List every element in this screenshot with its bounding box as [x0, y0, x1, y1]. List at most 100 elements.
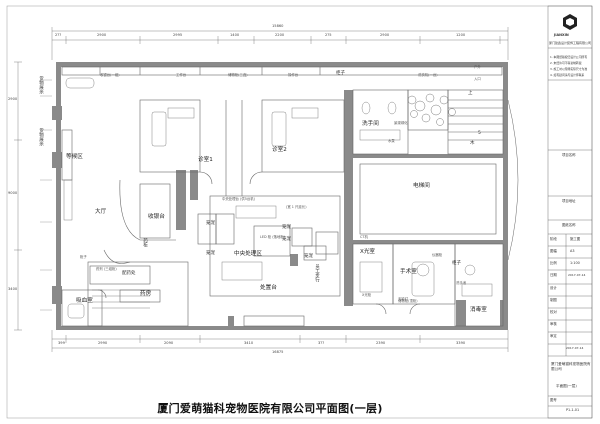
- drawing-title: 厦门爱萌猫科宠物医院有限公司平面图(一层): [157, 402, 383, 415]
- dim-top-1: 2??: [55, 33, 62, 37]
- dim-left-3: 3400: [8, 287, 18, 291]
- label-stair-up: 上: [468, 91, 473, 96]
- room-central: 中央处理区: [234, 251, 262, 257]
- room-exam1: 诊室1: [198, 157, 213, 163]
- label-xray-cabinet: X光柜: [362, 293, 372, 297]
- label-cage-1: 笼宠: [206, 221, 215, 226]
- dim-bottom-2: 2990: [98, 341, 108, 345]
- landscape-planting: [407, 93, 456, 126]
- label-cage-5: 笼宠: [304, 254, 313, 259]
- title-block-staff-4: 审核: [550, 322, 557, 326]
- title-block-company: 厦门建鑫设计装饰工程有限公司: [549, 41, 592, 45]
- room-cashier: 收银台: [148, 214, 165, 220]
- label-cabinet: 柜子: [336, 71, 345, 76]
- room-surgery: 手术室: [400, 269, 417, 275]
- title-block-note-4: 4. 如有疑问请与设计师联系: [550, 73, 585, 77]
- dim-bottom-3: 2090: [164, 341, 174, 345]
- dim-top-7: 2900: [380, 33, 390, 37]
- dim-bottom-total: 16875: [272, 350, 284, 354]
- title-block-note-2: 2. 未经许可不得复制转载: [550, 61, 582, 65]
- note-10: LED 柜 (落地柜): [260, 235, 286, 239]
- label-equipment: 仪器柜: [432, 253, 443, 257]
- label-cage-2: 笼宠: [206, 251, 215, 256]
- dim-bottom-1: 399: [58, 341, 65, 345]
- room-treatment: 处置台: [260, 285, 277, 291]
- bottom-dimension-line: [51, 330, 509, 352]
- title-block-row-1-key: 阶段: [550, 237, 557, 241]
- title-block-sheet-no-label: 图号: [550, 398, 557, 402]
- dim-bottom-6: 2390: [376, 341, 386, 345]
- right-curved-wall: [507, 99, 519, 261]
- dim-bottom-5: 3??: [318, 341, 325, 345]
- dim-left-1: 2900: [8, 97, 18, 101]
- label-five: 5: [478, 131, 481, 136]
- title-block: [547, 5, 593, 419]
- label-wood: 木: [470, 141, 475, 146]
- label-pump: 水泵: [388, 139, 395, 143]
- title-block-row-4-value: 2017-07-14: [568, 273, 586, 277]
- title-block-note-3: 3. 施工时以现场实际尺寸为准: [550, 67, 588, 71]
- dim-top-6: 2?5: [325, 33, 332, 37]
- title-block-logo-text: JIANXIN: [554, 33, 569, 37]
- note-5: 工作台: [176, 73, 187, 77]
- room-pharmacy: 药房: [140, 291, 152, 297]
- title-block-staff-5: 审定: [550, 334, 557, 338]
- label-ct: CT机: [360, 235, 368, 239]
- note-4: 储物柜(三连): [228, 73, 248, 77]
- note-11: 药剂 (三组柜): [96, 267, 117, 271]
- dim-top-total: 15860: [272, 24, 284, 28]
- title-block-note-1: 1. 本图纸版权归设计公司所有: [550, 55, 588, 59]
- dim-top-5: 2200: [275, 33, 285, 37]
- fixtures: [63, 77, 493, 319]
- title-block-staff-3: 校对: [550, 310, 557, 314]
- label-med-station: 配药处: [122, 271, 136, 276]
- title-block-date: 2017-07-14: [566, 346, 584, 350]
- room-waiting: 等候区: [66, 154, 83, 160]
- walls: [52, 62, 508, 330]
- title-block-project-name: 项目名称: [562, 153, 576, 157]
- note-6: 洗衣机(一台): [418, 73, 438, 77]
- label-staff-walk: 员工步行: [314, 264, 320, 282]
- note-8: 柜子: [80, 255, 87, 259]
- title-block-sheet-code: P1-1-01: [566, 408, 580, 412]
- title-block-sheet-title: 平面图(一层): [556, 384, 577, 388]
- left-dimension-line: [14, 61, 22, 331]
- top-dimension-line: [51, 27, 509, 60]
- room-exam2: 诊室2: [272, 147, 287, 153]
- label-product-shelf: 货物展示: [38, 76, 44, 94]
- company-logo-icon: [563, 14, 577, 30]
- label-product-shelf-2: 货物展示: [38, 128, 44, 146]
- room-elevator: 电梯间: [413, 183, 430, 189]
- title-block-project-address: 项目地址: [562, 199, 576, 203]
- label-landscape: 景观绿化: [394, 121, 408, 125]
- label-cabinet-2: 柜子: [452, 261, 461, 266]
- note-9: 储物柜(顶柜): [398, 299, 418, 303]
- dim-left-2: 9000: [8, 191, 18, 195]
- title-block-row-4-key: 日期: [550, 273, 557, 277]
- dim-top-3: 2995: [173, 33, 183, 37]
- dim-bottom-4: 3410: [244, 341, 254, 345]
- title-block-row-3-key: 比例: [550, 261, 557, 265]
- left-exterior-marks: [40, 79, 52, 311]
- label-cage-3: 笼宠: [282, 225, 291, 230]
- title-block-staff-1: 设计: [550, 286, 557, 290]
- note-3: (宽 1 尺延长): [286, 205, 307, 209]
- label-cage-4: 笼宠: [282, 237, 291, 242]
- dim-top-2: 2900: [97, 33, 107, 37]
- title-block-staff-2: 制图: [550, 298, 557, 302]
- title-block-row-3-value: 1:100: [570, 261, 580, 265]
- label-outdoor: 户外: [474, 65, 481, 69]
- title-block-owner: 厦门爱萌猫科宠物医院有限公司: [551, 362, 591, 371]
- label-med-cab: 药柜: [142, 238, 148, 247]
- dim-top-8: 1200: [456, 33, 466, 37]
- room-infusion: 吸血室: [76, 298, 93, 304]
- title-block-row-2-value: A3: [570, 249, 575, 253]
- label-entry: 入口: [474, 77, 481, 81]
- note-2: 中央处理台 (供5台机): [222, 197, 256, 201]
- dim-bottom-7: 3390: [456, 341, 466, 345]
- room-xray: X光室: [360, 249, 376, 255]
- dim-top-4: 1400: [230, 33, 240, 37]
- room-hall: 大厅: [95, 209, 107, 215]
- label-surgery-light: 无影灯: [398, 297, 409, 301]
